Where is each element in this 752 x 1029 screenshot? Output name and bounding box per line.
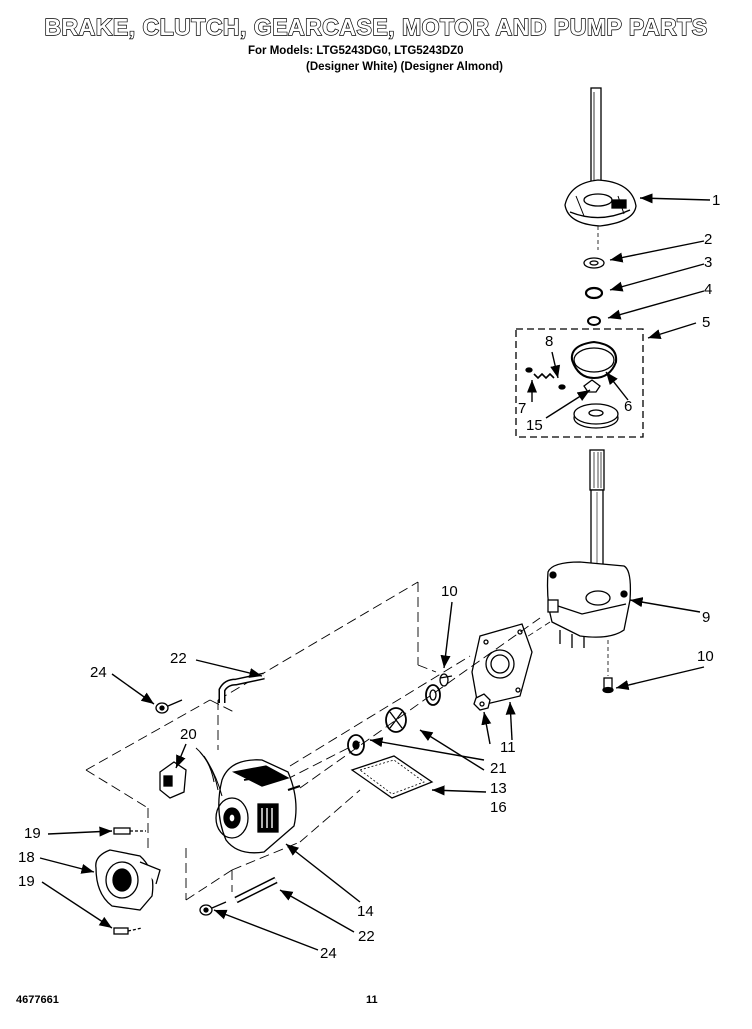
bolt-part-10-left: [439, 673, 453, 687]
clutch-cam-part-15: [583, 379, 601, 393]
clutch-hub: [573, 403, 619, 429]
hose-part-22-upper: [218, 672, 265, 703]
callout-19-lower: 19: [18, 873, 35, 890]
clutch-band-part-6: [570, 340, 618, 380]
screw-part-19-upper: [113, 827, 146, 835]
coupling-part-13: [385, 707, 407, 733]
callout-19-upper: 19: [24, 825, 41, 842]
callout-labels: 1 2 3 4 5 6 7 8 9 10 10 11 13 14 15 16 1…: [18, 192, 720, 962]
ring-part-3: [584, 286, 604, 300]
callout-11: 11: [500, 739, 516, 756]
callout-7: 7: [518, 400, 526, 417]
washer-part-2: [583, 257, 605, 269]
callout-9: 9: [702, 609, 710, 626]
callout-14: 14: [357, 903, 374, 920]
callout-4: 4: [704, 281, 712, 298]
callout-24-upper: 24: [90, 664, 107, 681]
callout-5: 5: [702, 314, 710, 331]
bolt-part-24-lower: [199, 901, 227, 916]
callout-8: 8: [545, 333, 553, 350]
brake-assembly-part-1: [564, 179, 637, 227]
callout-21: 21: [490, 760, 507, 777]
bolt-part-10-right: [602, 640, 614, 694]
callout-20: 20: [180, 726, 197, 743]
callout-22-upper: 22: [170, 650, 187, 667]
mounting-plate-part-11: [471, 623, 533, 707]
ring-part-4: [587, 316, 601, 326]
switch-part-20: [159, 761, 187, 799]
callout-16: 16: [490, 799, 507, 816]
callout-15: 15: [526, 417, 543, 434]
page-number: 11: [366, 994, 378, 1006]
leader-lines: [39, 193, 711, 951]
bolt-part-24-upper: [155, 699, 183, 714]
pad-part-16: [350, 755, 434, 799]
callout-10-upper: 10: [441, 583, 458, 600]
page-title: BRAKE, CLUTCH, GEARCASE, MOTOR AND PUMP …: [44, 13, 708, 40]
callout-6: 6: [624, 398, 632, 415]
colors-line: (Designer White) (Designer Almond): [306, 61, 503, 73]
callout-1: 1: [712, 192, 720, 209]
clutch-kit-box: [515, 328, 644, 438]
motor-wiring: [195, 747, 223, 797]
motor-part-14: [215, 759, 301, 854]
motor-group-box: [85, 699, 361, 901]
callout-3: 3: [704, 254, 712, 271]
callout-2: 2: [704, 231, 712, 248]
callout-22-lower: 22: [358, 928, 375, 945]
doc-number: 4677661: [16, 994, 59, 1006]
gearcase-part-9: [546, 561, 632, 648]
callout-24-lower: 24: [320, 945, 337, 962]
models-line: For Models: LTG5243DG0, LTG5243DZ0: [248, 45, 464, 57]
pump-part-18: [95, 849, 161, 911]
callout-10-right: 10: [697, 648, 714, 665]
callout-18: 18: [18, 849, 35, 866]
callout-13: 13: [490, 780, 507, 797]
screw-part-19-lower: [113, 927, 143, 935]
hose-part-22-lower: [234, 876, 278, 904]
nut-part-11: [473, 693, 491, 711]
coupling-part-21: [425, 684, 441, 706]
spin-tube: [589, 449, 605, 581]
